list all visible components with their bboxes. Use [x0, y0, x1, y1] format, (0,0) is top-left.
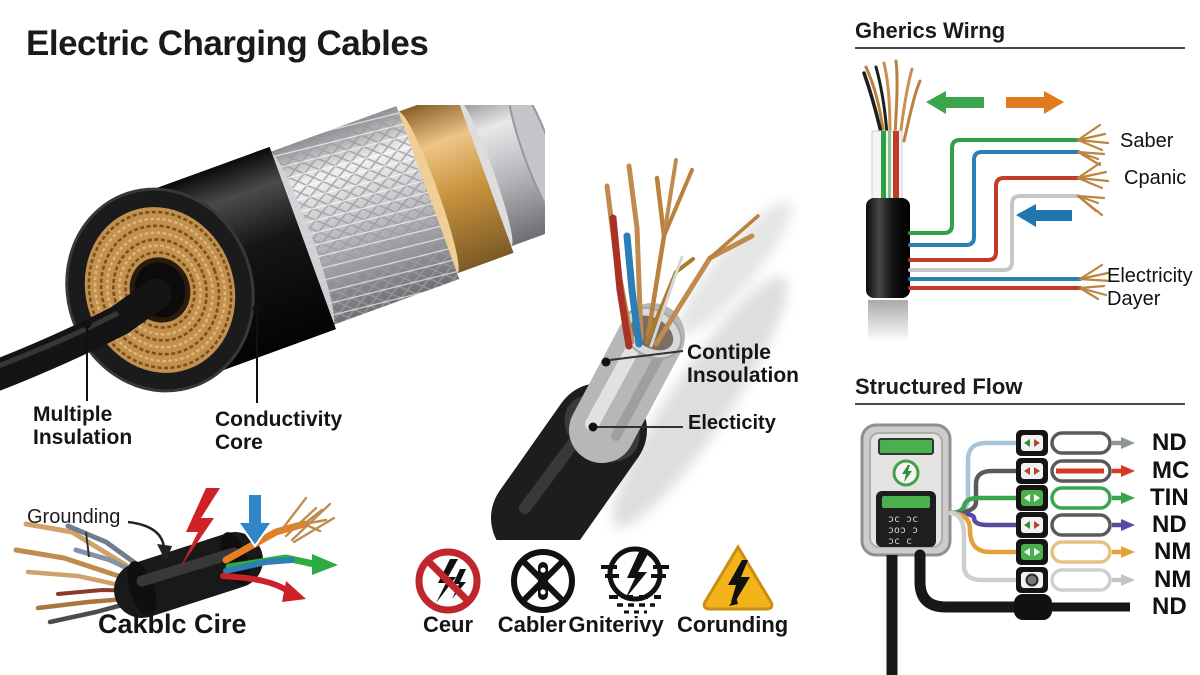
device-screen-top	[878, 438, 934, 455]
fanout-wires	[947, 440, 1019, 583]
high-voltage-triangle-icon	[702, 544, 774, 611]
lightning-bolt-icon	[180, 488, 220, 568]
ground-lightning-circle-icon	[601, 546, 669, 614]
blue-left-arrow	[1016, 204, 1072, 227]
flow-heading-rule	[855, 403, 1185, 405]
orange-right-arrow	[1006, 91, 1064, 114]
flow-label-7: ND	[1152, 593, 1187, 620]
wire-loop	[1050, 486, 1112, 510]
red-wire	[220, 573, 291, 594]
flow-label-1: ND	[1152, 429, 1187, 456]
label-conductivity-core: Conductivity Core	[215, 408, 343, 454]
stripped-cable-illustration	[13, 488, 338, 625]
wiring-diagram	[862, 59, 1112, 342]
arrowhead	[1121, 465, 1135, 477]
icon-label-gniterivy: Gniterivy	[568, 612, 664, 637]
wiring-label-electricity-dayer: Electricity Dayer	[1107, 265, 1193, 310]
cable-cutaway-illustration	[0, 105, 545, 403]
cable-jacket	[866, 198, 910, 298]
grounding-pointer-arrow	[127, 520, 166, 549]
leader-line-contiple	[609, 350, 684, 361]
gray-routed-wire	[908, 194, 1080, 272]
label-electicity: Electicity	[688, 412, 776, 434]
green-routed-wire	[908, 138, 1080, 235]
right-wire-fan	[220, 496, 338, 602]
flow-label-3: TIN	[1150, 484, 1189, 511]
red-routed-wire	[908, 176, 1080, 262]
arrowhead	[1121, 519, 1135, 531]
device-cable-curved	[914, 549, 1022, 613]
arrowhead	[1121, 574, 1135, 586]
blue-wire	[623, 232, 643, 348]
thin-cable	[0, 278, 172, 391]
charging-device: ɔc ɔc ɔoɔ ɔ ɔc c	[860, 423, 952, 557]
arrowhead	[1121, 546, 1135, 558]
flow-label-4: ND	[1152, 511, 1187, 538]
wiring-section-heading: Gherics Wirng	[855, 18, 1006, 43]
page-title: Electric Charging Cables	[26, 24, 429, 63]
arrowhead	[1121, 492, 1135, 504]
caption-cakblc-cire: Cakblc Cire	[98, 609, 247, 639]
splayed-wires	[604, 158, 760, 350]
flow-label-2: MC	[1152, 457, 1190, 484]
frayed-wire-tips	[1076, 123, 1112, 301]
wire-loop	[1050, 431, 1112, 455]
bolt-glyph	[625, 552, 649, 599]
wiring-heading-rule	[855, 47, 1185, 49]
green-arrowhead	[312, 554, 338, 575]
cable-glyph	[538, 562, 548, 600]
red-wire	[609, 214, 633, 350]
label-grounding: Grounding	[27, 506, 121, 528]
arrowhead	[1121, 437, 1135, 449]
angled-cable-illustration	[491, 158, 792, 540]
flow-label-5: NM	[1154, 538, 1192, 565]
wire-loop	[1050, 540, 1112, 564]
wire-loop	[1050, 513, 1112, 537]
device-glyph-row: ɔc ɔc	[888, 514, 918, 525]
blue-routed-wire	[908, 150, 1080, 247]
crossed-cable-circle-icon	[511, 549, 575, 613]
no-spark-prohibition-icon	[415, 548, 481, 614]
flow-section-heading: Structured Flow	[855, 374, 1023, 399]
device-glyph-row: ɔoɔ ɔ	[888, 525, 918, 536]
icon-label-corunding: Corunding	[677, 612, 789, 637]
wiring-label-cpanic: Cpanic	[1124, 167, 1187, 189]
flow-rows	[1014, 430, 1135, 620]
cable-shadow	[612, 276, 788, 528]
label-contiple-insoulation: Contiple Insoulation	[687, 341, 799, 387]
bolt-glyph	[728, 560, 750, 602]
red-arrowhead	[282, 581, 306, 602]
wire-loop	[1050, 568, 1112, 592]
structured-flow-diagram: ɔc ɔc ɔoɔ ɔ ɔc c	[860, 423, 1135, 675]
label-multiple-insulation: Multiple Insulation	[33, 403, 133, 449]
copper-strands	[862, 59, 922, 143]
device-glyph-row: ɔc c	[888, 536, 912, 547]
cable-sleeve	[114, 532, 263, 618]
icon-label-ceur: Ceur	[422, 612, 474, 637]
down-arrow-icon	[236, 493, 274, 548]
wire-loop	[1050, 459, 1112, 483]
icon-label-cabler: Cabler	[497, 612, 567, 637]
routed-wires	[908, 138, 1082, 290]
green-left-arrow	[926, 91, 984, 114]
wiring-label-saber: Saber	[1120, 130, 1174, 152]
flow-label-6: NM	[1154, 566, 1192, 593]
device-screen-bottom	[882, 496, 930, 508]
blue-wire	[223, 557, 295, 574]
reflection	[868, 300, 908, 342]
striped-inner-sleeve	[871, 130, 903, 202]
cable-sleeve	[1014, 594, 1052, 620]
